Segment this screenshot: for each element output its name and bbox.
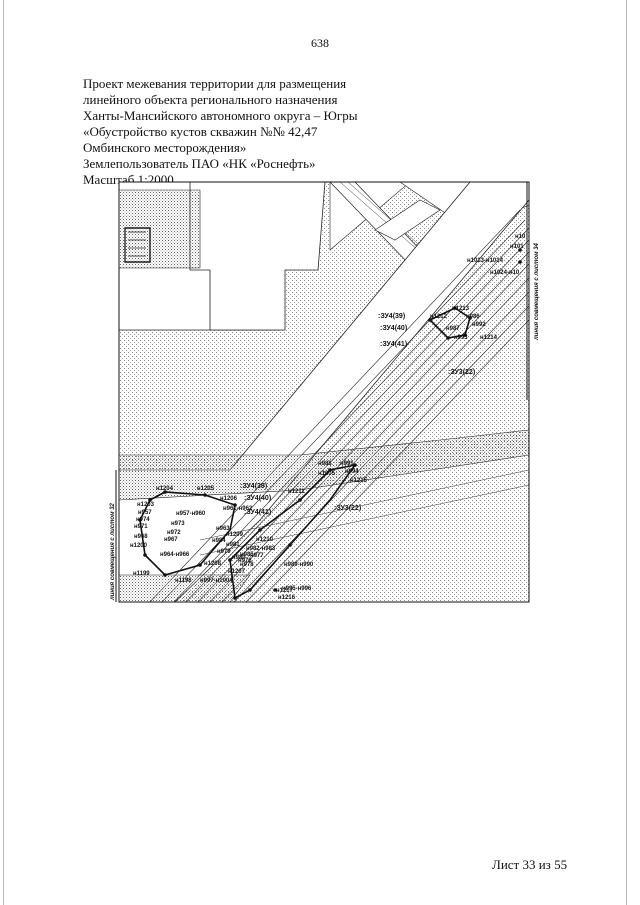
point-label: н986 <box>466 314 480 320</box>
point-label: н957 <box>138 510 152 516</box>
point-label: н997-н1004 <box>200 578 233 584</box>
point-label: н1213 <box>452 306 470 312</box>
point-label: н991 <box>340 461 354 467</box>
scan-edge <box>3 0 4 905</box>
land-strip <box>119 574 251 602</box>
point-label: н961-н962 <box>223 506 253 512</box>
point-label: н1005 <box>318 471 336 477</box>
point-label: н963 <box>216 526 230 532</box>
point-label: н1209 <box>226 532 244 538</box>
point-label: н973 <box>171 521 185 527</box>
point-label: н1205 <box>197 486 215 492</box>
point-label: н1217 <box>276 588 294 594</box>
document-header: Проект межевания территории для размещен… <box>83 76 383 188</box>
point-label: н982-н983 <box>246 546 276 552</box>
point-label: н984 <box>212 538 226 544</box>
header-line: Ханты-Мансийского автономного округа – Ю… <box>83 108 358 123</box>
parcel-label: :ЗУ4(40) <box>244 495 271 502</box>
building-outline <box>124 227 151 263</box>
building-hatch <box>128 231 146 257</box>
point-label: н1210 <box>256 537 274 543</box>
point-label: н1203 <box>137 502 155 508</box>
header-line: линейного объекта регионального назначен… <box>83 92 338 107</box>
plot-boundary <box>139 307 471 600</box>
scan-edge <box>626 0 627 905</box>
linear-corridor <box>119 182 529 602</box>
road-line <box>339 182 426 253</box>
road <box>374 199 441 241</box>
point-label: н10 <box>515 234 526 240</box>
point-label: н1200 <box>130 543 148 549</box>
header-line: Омбинского месторождения» <box>83 140 247 155</box>
point-label: н1207 <box>228 569 246 575</box>
point-label: н974 <box>136 517 150 523</box>
point-label: н993 <box>454 335 468 341</box>
parcel-label: :ЗУ4(39) <box>378 313 405 320</box>
point-label: н989-н990 <box>284 562 314 568</box>
point-label: н1024-н10 <box>490 270 520 276</box>
parcel-label: :ЗУ4(41) <box>244 509 271 516</box>
point-label: н992 <box>472 322 486 328</box>
point-label: н964-н966 <box>160 552 190 558</box>
header-line: «Обустройство кустов скважин №№ 42,47 <box>83 124 318 139</box>
point-label: н981 <box>226 542 240 548</box>
point-label: н1215 <box>350 478 368 484</box>
point-label: н968 <box>134 534 148 540</box>
point-label: н979 <box>217 549 231 555</box>
header-line: Землепользователь ПАО «НК «Роснефть» <box>83 156 316 171</box>
parcel-label: :ЗУ3(22) <box>448 369 475 376</box>
map-frame <box>118 181 530 603</box>
match-label-left: линия совмещения с листом 32 <box>110 502 116 601</box>
point-label: н976 <box>238 558 252 564</box>
header-line: Проект межевания территории для размещен… <box>83 76 347 91</box>
point-label: н1199 <box>133 571 150 577</box>
point-label: н971 <box>134 524 148 530</box>
point-label: н967 <box>164 537 178 543</box>
parcel-label: :ЗУ3(22) <box>334 505 361 512</box>
point-label: н1212 <box>430 314 448 320</box>
building-block <box>189 182 326 331</box>
parcel-label: :ЗУ4(41) <box>380 341 407 348</box>
point-label: н1216 <box>278 595 296 601</box>
boundary-line <box>199 469 529 556</box>
building-block <box>119 189 201 269</box>
point-label: н987 <box>446 326 460 332</box>
point-label: н1206 <box>220 496 238 502</box>
point-label: н1214 <box>480 335 498 341</box>
point-label: н978 <box>240 562 254 568</box>
point-label: н988 <box>318 461 332 467</box>
point-label: н994 <box>345 469 359 475</box>
road-band <box>119 429 529 501</box>
point-label: н101 <box>510 244 524 250</box>
parcel-label: :ЗУ4(39) <box>240 483 267 490</box>
sheet-number: Лист 33 из 55 <box>492 857 568 872</box>
point-label: н985 <box>240 552 254 558</box>
point-label: н957-н960 <box>176 511 206 517</box>
point-label: н980 <box>232 555 246 561</box>
point-label: н972 <box>167 530 181 536</box>
point-label: н977 <box>250 553 264 559</box>
point-label: н1013-н1014 <box>467 258 504 264</box>
match-label-right: линия совмещения с листом 34 <box>534 242 540 341</box>
parcel-label: :ЗУ4(40) <box>380 325 407 332</box>
point-label: н1211 <box>288 489 305 495</box>
point-label: н1204 <box>156 486 174 492</box>
point-label: н995-н996 <box>282 586 312 592</box>
point-markers <box>138 248 522 600</box>
page-number: 638 <box>311 36 329 50</box>
point-label: н1208 <box>204 561 222 567</box>
point-label: н1198 <box>175 578 192 584</box>
